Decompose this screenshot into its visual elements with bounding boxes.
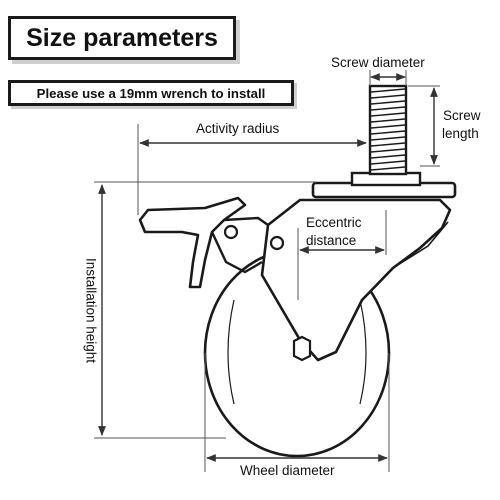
wheel-diameter-dimension (204, 353, 390, 472)
wheel-diameter-label: Wheel diameter (240, 463, 335, 478)
installation-height-dimension (94, 181, 316, 439)
installation-height-label: Installation height (83, 257, 99, 364)
screw-length-label-line2: length (442, 126, 479, 141)
page-title: Size parameters (8, 16, 236, 60)
eccentric-distance-label-line2: distance (306, 233, 357, 248)
caster-fork (260, 198, 452, 362)
screw-length-dimension (408, 85, 440, 167)
eccentric-distance-label-line1: Eccentric (306, 215, 362, 230)
eccentric-distance-dimension (297, 210, 387, 300)
install-note: Please use a 19mm wrench to install (8, 80, 294, 106)
swivel-plate (311, 171, 457, 199)
threaded-screw (368, 84, 408, 176)
screw-length-label-line1: Screw (443, 108, 481, 123)
activity-radius-dimension (137, 124, 367, 215)
axle-nut (292, 335, 312, 362)
screw-diameter-dimension (369, 70, 407, 86)
screw-diameter-label: Screw diameter (331, 55, 425, 70)
activity-radius-label: Activity radius (196, 121, 280, 136)
brake-lever (138, 196, 285, 289)
